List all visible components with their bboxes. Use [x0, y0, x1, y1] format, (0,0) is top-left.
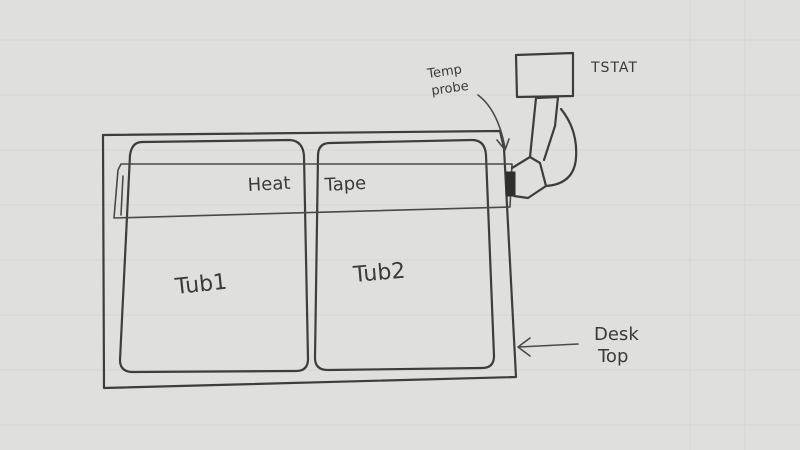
tub-1-label: Tub1 — [173, 270, 228, 300]
tub-2-outline — [313, 138, 496, 372]
temp-probe-arrow-line — [477, 94, 506, 149]
temp-probe-arrow-head — [496, 138, 510, 151]
heat-tape-left-end — [120, 175, 124, 216]
probe-cable-outer — [544, 107, 578, 188]
tub-2-label: Tub2 — [351, 259, 406, 289]
tstat-label: TSTAT — [590, 60, 638, 76]
heat-tape-label-tape: Tape — [323, 173, 367, 196]
probe-cable-inner — [528, 95, 560, 162]
probe-body — [510, 155, 548, 200]
temp-probe-label-line1: Temp — [425, 62, 462, 82]
thermostat-box — [514, 51, 575, 99]
heat-tape-band — [113, 163, 513, 219]
desk-top-arrow-line — [518, 343, 579, 348]
temp-probe-label-line2: probe — [430, 79, 469, 99]
heat-tape-label-heat: Heat — [247, 173, 291, 196]
desk-top-label-line1: Desk — [594, 324, 639, 345]
desk-top-outline — [101, 129, 518, 390]
desk-top-arrow-head — [517, 337, 531, 357]
desk-top-label-line2: Top — [597, 346, 628, 367]
tub-1-outline — [118, 138, 310, 374]
temp-probe-sensor — [505, 171, 516, 197]
